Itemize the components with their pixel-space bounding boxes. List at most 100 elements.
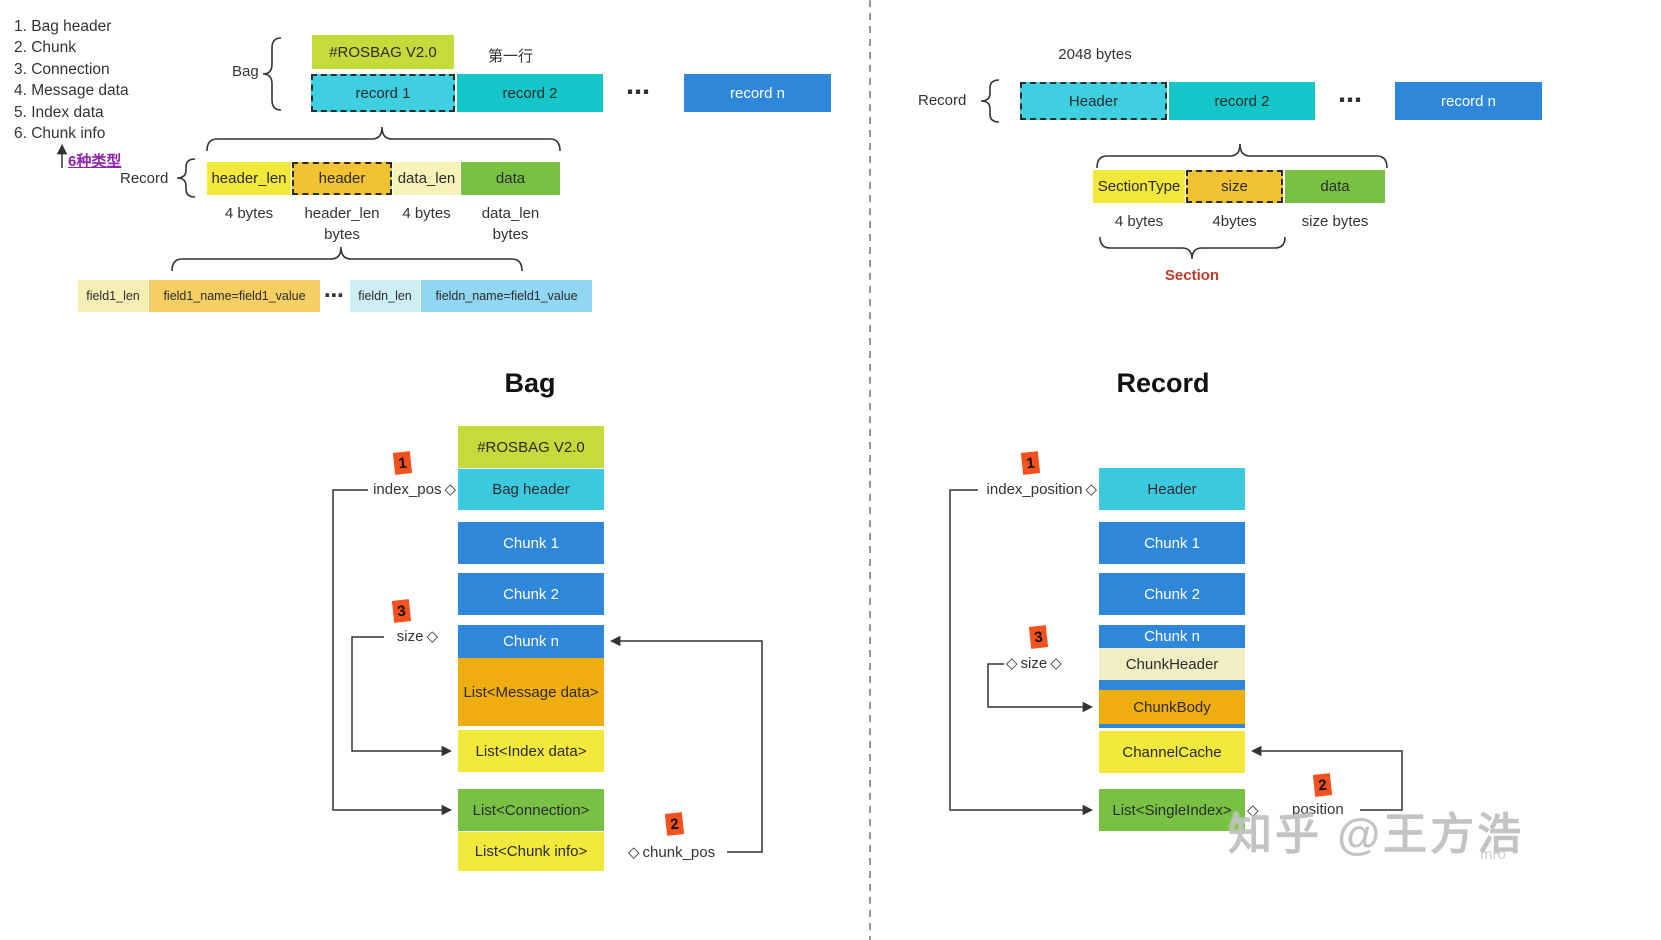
chunk2-box: Chunk 2 (458, 573, 604, 615)
bag-left-brace (262, 37, 282, 111)
data-len-cell: data_len (393, 162, 460, 195)
position-label: position (1292, 801, 1344, 818)
watermark-text: 知乎 @王方浩 (1228, 810, 1525, 859)
chunk-pos-connector (609, 635, 763, 853)
list-connection-box: List<Connection> (458, 789, 604, 831)
size-connector (351, 636, 453, 757)
aggregation-diamond-icon: ◇ (628, 844, 640, 861)
position-connector (1250, 745, 1403, 811)
index-position-label: index_position (986, 480, 1083, 498)
records-ellipsis: ⋯ (626, 79, 651, 106)
index-position-connector (949, 489, 1094, 816)
data-size: data_len bytes (461, 203, 560, 245)
legend-list: 1. Bag header 2. Chunk 3. Connection 4. … (14, 16, 129, 144)
legend-item: 4. Message data (14, 82, 129, 100)
data-size-line1: data_len (481, 205, 540, 222)
list-single-index-box: List<SingleIndex> (1099, 789, 1245, 831)
index-pos-annotation: index_pos ◇ (358, 480, 456, 499)
fields-ellipsis: ⋯ (324, 285, 345, 307)
section-data-size: size bytes (1301, 213, 1369, 230)
bytes-note: 2048 bytes (1058, 46, 1132, 63)
chunk-header-box: ChunkHeader (1099, 648, 1245, 680)
position-annotation: position (1292, 801, 1344, 818)
header-size: header_len bytes (292, 203, 392, 245)
size-record-label: size (1020, 654, 1048, 672)
section-type-cell: SectionType (1093, 170, 1185, 203)
chunk1-right-box: Chunk 1 (1099, 522, 1245, 564)
index-position-annotation: index_position ◇ (975, 480, 1097, 499)
header-struct-box: Header (1099, 468, 1245, 510)
chunkn-box: Chunk n (458, 625, 604, 658)
chunk2-right-box: Chunk 2 (1099, 573, 1245, 615)
aggregation-diamond-icon: ◇ (1006, 655, 1018, 672)
rosbag-magic-box: #ROSBAG V2.0 (312, 35, 454, 69)
data-cell: data (461, 162, 560, 195)
record2-right-box: record 2 (1169, 82, 1315, 120)
section-label: Section (1164, 267, 1220, 284)
chunk1-box: Chunk 1 (458, 522, 604, 564)
field1-kv-cell: field1_name=field1_value (149, 280, 320, 312)
badge-3-bag: 3 (391, 599, 412, 623)
bag-brace-label: Bag (232, 63, 259, 80)
record1-box: record 1 (311, 74, 455, 112)
badge-2-record: 2 (1312, 773, 1333, 797)
section-size-cell: size (1186, 170, 1283, 203)
record-right-brace (980, 79, 1000, 123)
legend-item: 6. Chunk info (14, 125, 106, 143)
chunk-body-box: ChunkBody (1099, 690, 1245, 724)
channel-cache-box: ChannelCache (1099, 731, 1245, 773)
legend-item: 3. Connection (14, 60, 110, 78)
chunkn-right-label: Chunk n (1144, 628, 1200, 645)
header-size-line1: header_len (304, 205, 380, 222)
header-section-brace (1096, 143, 1388, 169)
header-size-line2: bytes (324, 226, 360, 243)
size-annotation-bag: size ◇ (384, 627, 438, 646)
header-len-cell: header_len (207, 162, 291, 195)
field1-len-cell: field1_len (78, 280, 148, 312)
record-structure-title: Record (1116, 368, 1210, 398)
legend-item: 5. Index data (14, 103, 104, 121)
record-brace-label: Record (120, 170, 169, 187)
aggregation-diamond-icon: ◇ (1050, 655, 1062, 672)
data-size-line2: bytes (492, 226, 529, 243)
records-right-ellipsis: ⋯ (1338, 87, 1363, 114)
header-expand-brace (171, 246, 523, 272)
index-pos-label: index_pos (373, 480, 442, 498)
section-data-cell: data (1285, 170, 1385, 203)
fieldn-kv-cell: fieldn_name=field1_value (421, 280, 592, 312)
record2-box: record 2 (457, 74, 603, 112)
list-message-data-box: List<Message data> (458, 658, 604, 726)
record1-expand-brace (206, 126, 561, 152)
list-chunk-info-box: List<Chunk info> (458, 832, 604, 871)
badge-2-bag: 2 (664, 812, 685, 836)
list-index-data-box: List<Index data> (458, 730, 604, 772)
watermark-subtext: mro (1480, 846, 1506, 863)
bag-header-box: Bag header (458, 469, 604, 510)
chunk-pos-label: chunk_pos (642, 843, 716, 861)
aggregation-diamond-icon: ◇ (426, 628, 438, 645)
header-record-box: Header (1020, 82, 1167, 120)
bag-structure-title: Bag (504, 368, 556, 398)
fieldn-len-cell: fieldn_len (350, 280, 420, 312)
header-cell: header (292, 162, 392, 195)
size-label: size (396, 627, 424, 645)
bag-magic-box: #ROSBAG V2.0 (458, 426, 604, 468)
position-diamond: ◇ (1247, 801, 1259, 819)
badge-1-bag: 1 (392, 451, 413, 475)
legend-item: 2. Chunk (14, 39, 77, 57)
legend-item: 1. Bag header (14, 18, 112, 35)
badge-1-record: 1 (1020, 451, 1041, 475)
record-right-brace-label: Record (918, 92, 967, 109)
header-len-size: 4 bytes (224, 205, 274, 222)
aggregation-diamond-icon: ◇ (1085, 481, 1097, 498)
section-group-brace (1099, 236, 1286, 260)
recordn-right-box: record n (1395, 82, 1542, 120)
badge-3-record: 3 (1028, 625, 1049, 649)
recordn-box: record n (684, 74, 831, 112)
size-annotation-record: ◇ size ◇ (1006, 654, 1062, 673)
aggregation-diamond-icon: ◇ (1247, 802, 1259, 819)
record-left-brace (176, 158, 196, 198)
section-type-size: 4 bytes (1114, 213, 1164, 230)
